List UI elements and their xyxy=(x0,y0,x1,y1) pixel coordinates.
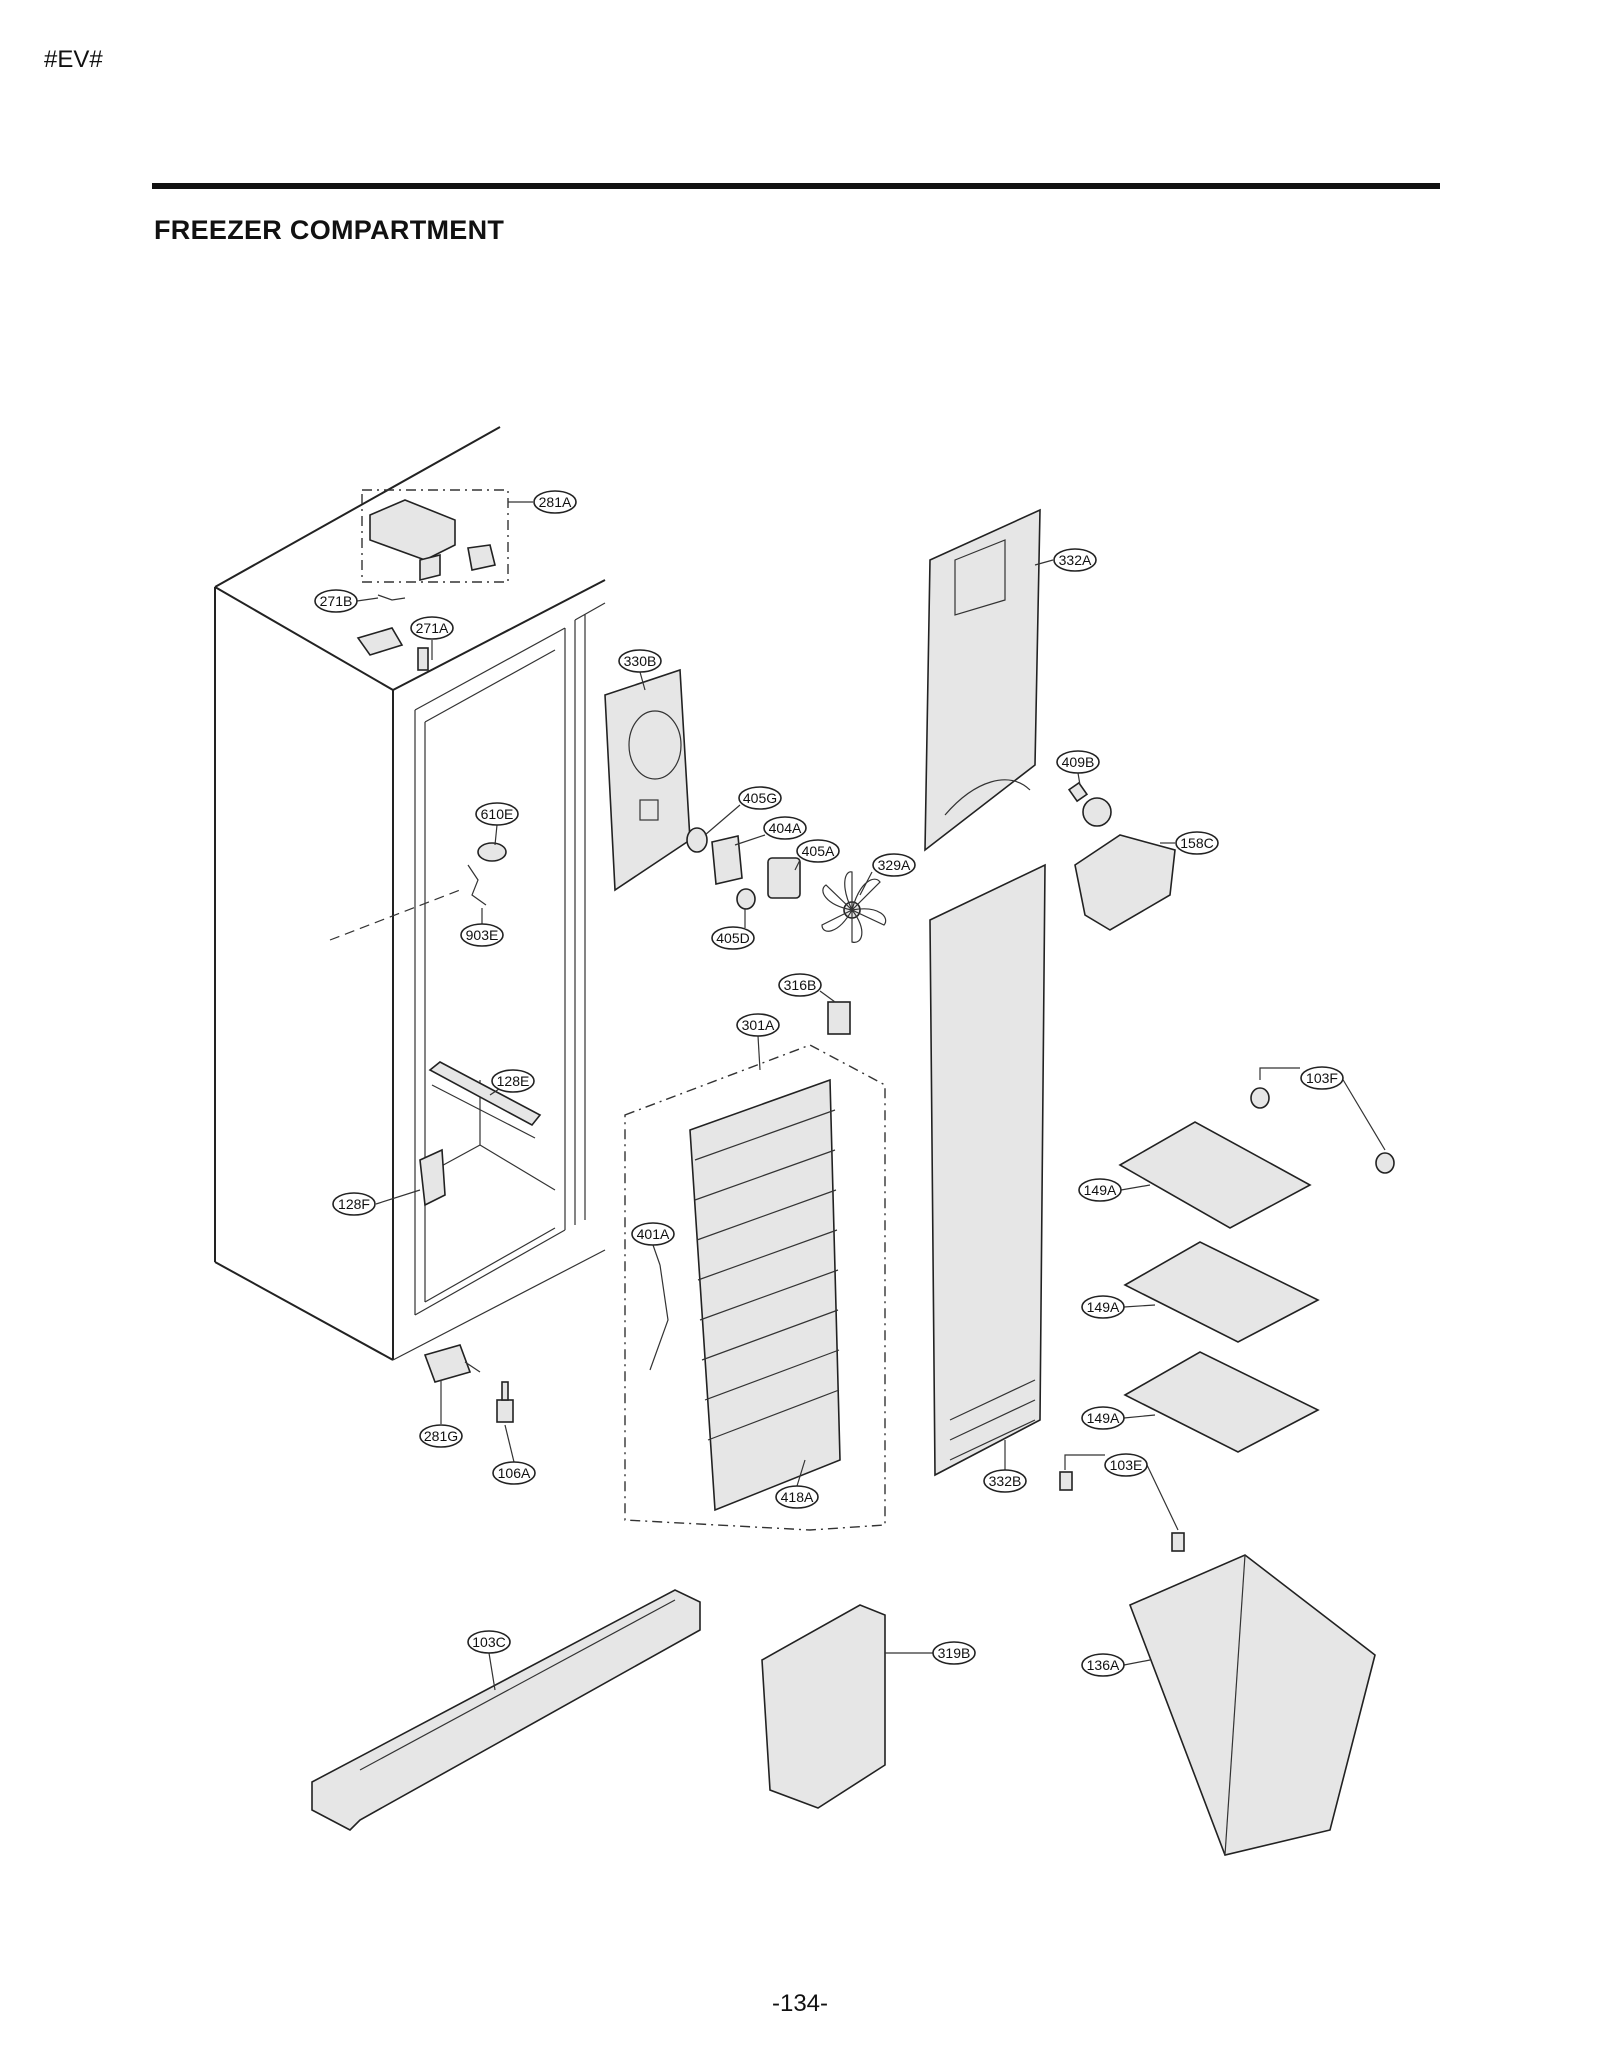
hinge-part xyxy=(356,594,429,671)
callout-149A-1: 149A xyxy=(1078,1178,1151,1202)
evaporator-part xyxy=(624,1044,886,1531)
header-rule xyxy=(152,183,1440,189)
svg-text:281A: 281A xyxy=(539,494,572,510)
svg-text:330B: 330B xyxy=(624,653,657,669)
svg-text:271A: 271A xyxy=(416,620,449,636)
svg-text:903E: 903E xyxy=(466,927,499,943)
svg-text:271B: 271B xyxy=(320,593,353,609)
callout-103E: 103E xyxy=(1064,1453,1179,1531)
callout-149A-2: 149A xyxy=(1081,1295,1156,1319)
sensor-part xyxy=(467,842,507,906)
svg-text:136A: 136A xyxy=(1087,1657,1120,1673)
callout-405D: 405D xyxy=(711,908,755,950)
callout-404A: 404A xyxy=(734,816,807,846)
page-number: -134- xyxy=(771,1990,829,2017)
svg-text:128F: 128F xyxy=(338,1196,370,1212)
callout-271B: 271B xyxy=(314,589,379,613)
bottom-rail-part xyxy=(311,1589,701,1831)
svg-text:149A: 149A xyxy=(1084,1182,1117,1198)
freezer-cabinet xyxy=(214,426,606,1361)
callout-610E: 610E xyxy=(475,802,519,846)
callout-158C: 158C xyxy=(1160,831,1219,855)
callout-136A: 136A xyxy=(1081,1653,1151,1677)
lamp-cover-part xyxy=(1074,834,1176,931)
svg-text:332B: 332B xyxy=(989,1473,1022,1489)
svg-text:405D: 405D xyxy=(716,930,749,946)
callout-405G: 405G xyxy=(704,786,782,836)
callout-330B: 330B xyxy=(618,649,662,691)
callout-903E: 903E xyxy=(460,908,504,947)
upper-cover-part xyxy=(924,508,1041,852)
svg-text:158C: 158C xyxy=(1180,835,1213,851)
lower-cover-part xyxy=(929,863,1046,1477)
svg-text:301A: 301A xyxy=(742,1017,775,1033)
small-block-part xyxy=(827,1001,851,1035)
svg-text:409B: 409B xyxy=(1062,754,1095,770)
callout-409B: 409B xyxy=(1056,750,1100,786)
bracket-part xyxy=(419,1148,446,1207)
callout-418A: 418A xyxy=(775,1459,819,1509)
callout-301A: 301A xyxy=(736,1013,780,1071)
svg-text:405A: 405A xyxy=(802,843,835,859)
callout-271A: 271A xyxy=(410,616,454,660)
svg-text:405G: 405G xyxy=(743,790,777,806)
svg-text:332A: 332A xyxy=(1059,552,1092,568)
svg-text:329A: 329A xyxy=(878,857,911,873)
svg-text:610E: 610E xyxy=(481,806,514,822)
basket-parts xyxy=(1059,1471,1376,1856)
callout-128F: 128F xyxy=(332,1189,421,1216)
callout-281G: 281G xyxy=(419,1380,463,1448)
duct-cover-part xyxy=(761,1604,886,1809)
shelf-parts xyxy=(1118,1087,1395,1453)
callout-332B: 332B xyxy=(983,1440,1027,1493)
svg-text:103C: 103C xyxy=(472,1634,505,1650)
control-box-part xyxy=(361,489,509,583)
svg-text:319B: 319B xyxy=(938,1645,971,1661)
lamp-bulb-part xyxy=(1067,781,1112,827)
svg-text:149A: 149A xyxy=(1087,1410,1120,1426)
callout-319B: 319B xyxy=(885,1641,976,1665)
svg-text:128E: 128E xyxy=(497,1073,530,1089)
svg-text:149A: 149A xyxy=(1087,1299,1120,1315)
fan-motor-parts xyxy=(686,827,887,943)
document-code: #EV# xyxy=(44,46,103,73)
svg-text:281G: 281G xyxy=(424,1428,458,1444)
callout-103F: 103F xyxy=(1259,1066,1386,1151)
callout-405A: 405A xyxy=(794,839,840,871)
callout-329A: 329A xyxy=(859,853,916,896)
svg-text:106A: 106A xyxy=(498,1465,531,1481)
fan-housing-part xyxy=(604,668,691,892)
svg-text:404A: 404A xyxy=(769,820,802,836)
rail-part xyxy=(428,1061,542,1139)
section-title: FREEZER COMPARTMENT xyxy=(154,215,505,245)
svg-text:418A: 418A xyxy=(781,1489,814,1505)
fan-blade xyxy=(821,871,887,943)
svg-text:103E: 103E xyxy=(1110,1457,1143,1473)
callout-332A: 332A xyxy=(1034,548,1097,572)
lower-hinge-part xyxy=(423,1344,514,1423)
callout-128E: 128E xyxy=(489,1069,535,1096)
svg-text:316B: 316B xyxy=(784,977,817,993)
callout-401A: 401A xyxy=(631,1222,675,1266)
callout-316B: 316B xyxy=(778,973,836,1003)
callout-103C: 103C xyxy=(467,1630,511,1691)
svg-text:401A: 401A xyxy=(637,1226,670,1242)
callout-149A-3: 149A xyxy=(1081,1406,1156,1430)
callout-106A: 106A xyxy=(492,1424,536,1485)
svg-text:103F: 103F xyxy=(1306,1070,1338,1086)
callout-281A: 281A xyxy=(508,490,577,514)
